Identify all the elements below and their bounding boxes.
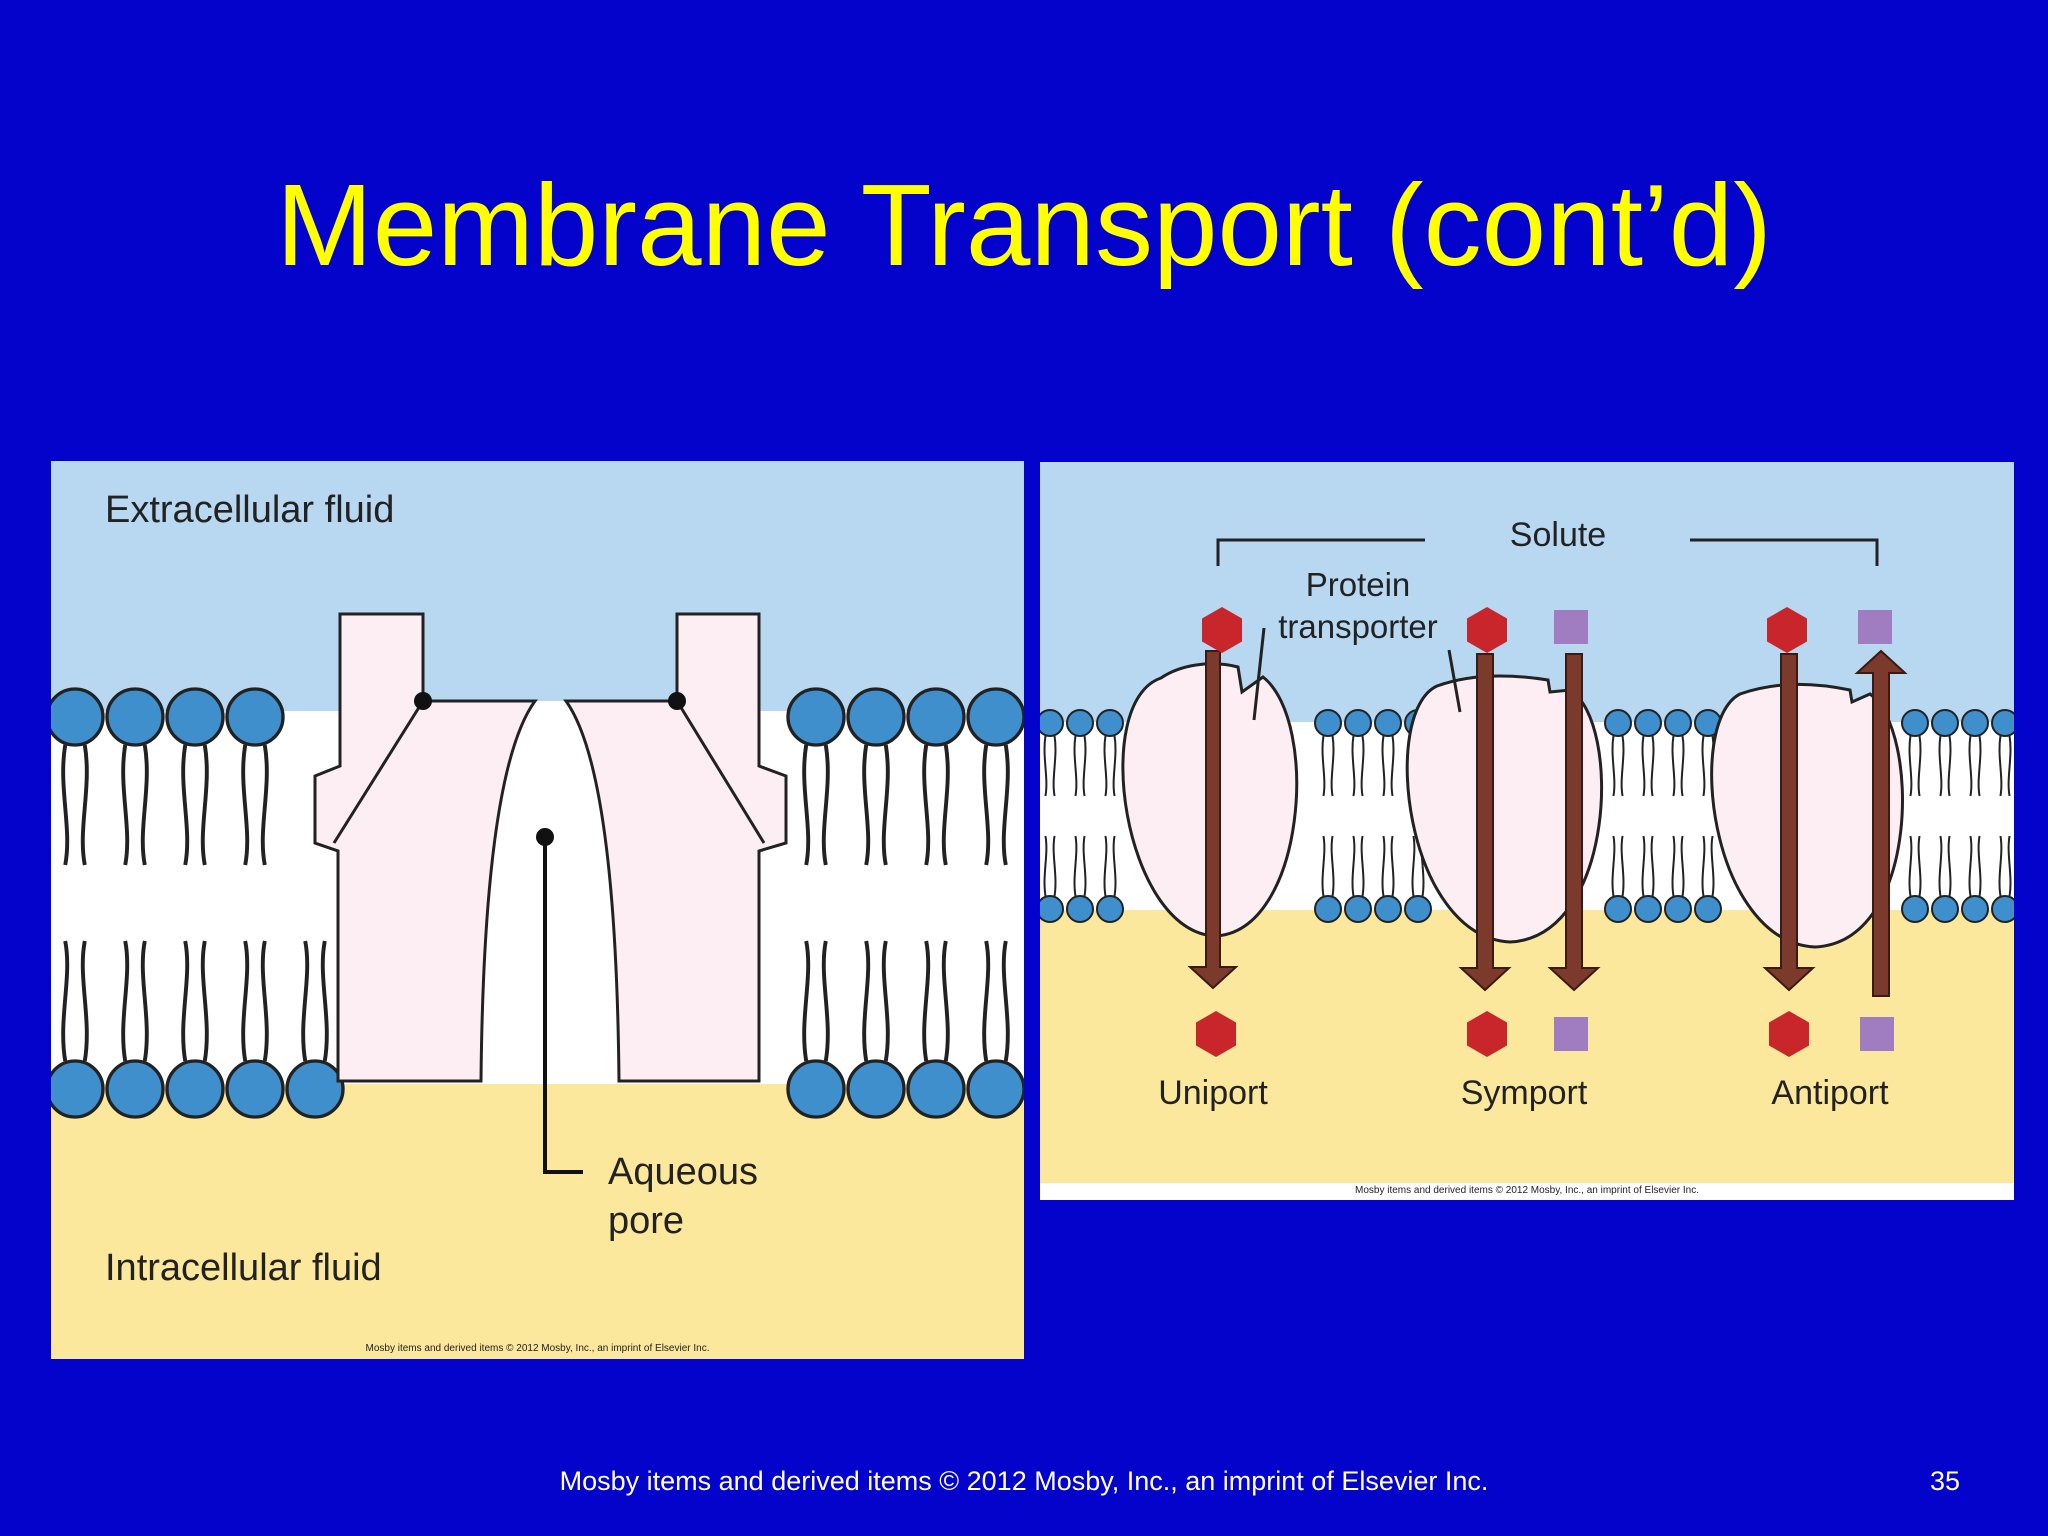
phospholipid	[105, 940, 165, 1119]
extracellular-region	[51, 461, 1024, 711]
symport-arrow-2	[1547, 653, 1601, 992]
phospholipid	[1634, 835, 1662, 923]
phospholipid	[966, 687, 1024, 866]
solute-square	[1554, 1017, 1588, 1051]
intracellular-region	[51, 1084, 1024, 1359]
aqueous-pore-label-line2: pore	[608, 1200, 684, 1242]
phospholipid	[1040, 709, 1064, 797]
solute-hexagon	[1467, 1011, 1507, 1057]
phospholipid	[1901, 709, 1929, 797]
phospholipid	[1961, 835, 1989, 923]
phospholipid	[1344, 835, 1372, 923]
phospholipid	[1901, 835, 1929, 923]
phospholipid	[1314, 835, 1342, 923]
symport-label: Symport	[1461, 1074, 1588, 1112]
aqueous-pore-channel	[481, 701, 586, 1081]
phospholipid	[846, 940, 906, 1119]
lipid-bilayer	[51, 687, 1024, 1119]
solute-square	[1860, 1017, 1894, 1051]
transporter-diagram: Solute Protein transporter Uniport Sympo…	[1040, 462, 2014, 1183]
phospholipid	[966, 940, 1024, 1119]
phospholipid	[786, 687, 846, 866]
solute-hexagon	[1196, 1011, 1236, 1057]
solute-bracket-left	[1216, 538, 1425, 566]
phospholipid	[1374, 709, 1402, 797]
slide-footer-copyright: Mosby items and derived items © 2012 Mos…	[559, 1466, 1489, 1496]
channel-protein-left	[313, 612, 538, 1083]
phospholipid	[1961, 709, 1989, 797]
phospholipid	[1344, 709, 1372, 797]
uniport-label: Uniport	[1158, 1074, 1268, 1112]
slide-page-number: 35	[1929, 1466, 1960, 1496]
phospholipid	[105, 687, 165, 866]
phospholipid	[1991, 835, 2014, 923]
figure-credit: Mosby items and derived items © 2012 Mos…	[365, 1343, 710, 1354]
antiport-arrow-up	[1854, 649, 1908, 997]
pointer-dot	[414, 692, 432, 710]
carrier-transport-figure: Solute Protein transporter Uniport Sympo…	[1040, 462, 2014, 1200]
phospholipid	[1374, 835, 1402, 923]
intracellular-label: Intracellular fluid	[105, 1247, 382, 1289]
solute-label: Solute	[1510, 516, 1606, 554]
phospholipid	[285, 940, 345, 1119]
phospholipid	[1991, 709, 2014, 797]
protein-fold-line	[675, 700, 766, 844]
phospholipid	[846, 687, 906, 866]
protein-fold-line	[332, 700, 425, 844]
antiport-arrow-down	[1762, 653, 1816, 992]
slide-title: Membrane Transport (cont’d)	[276, 160, 1772, 290]
solute-hexagon	[1769, 1011, 1809, 1057]
phospholipid	[1694, 835, 1722, 923]
phospholipid	[1066, 709, 1094, 797]
phospholipid	[1604, 835, 1632, 923]
protein-pointer-line	[1447, 649, 1462, 713]
phospholipid	[786, 940, 846, 1119]
pointer-dot	[668, 692, 686, 710]
phospholipid	[1931, 709, 1959, 797]
protein-transporter-label-line2: transporter	[1278, 608, 1438, 645]
channel-protein-figure: Extracellular fluid Aqueous pore Intrace…	[51, 461, 1024, 1359]
solute-square	[1858, 610, 1892, 644]
antiport-label: Antiport	[1771, 1074, 1889, 1112]
phospholipid	[51, 940, 105, 1119]
phospholipid	[906, 687, 966, 866]
lipid-bilayer	[1040, 709, 2014, 923]
phospholipid	[1040, 835, 1064, 923]
phospholipid	[1604, 709, 1632, 797]
aqueous-pore-label-line1: Aqueous	[608, 1151, 758, 1193]
protein-transporter-label-line1: Protein	[1306, 566, 1411, 603]
phospholipid	[1096, 835, 1124, 923]
phospholipid	[225, 687, 285, 866]
solute-hexagon	[1467, 607, 1507, 653]
symport-arrow-1	[1458, 653, 1512, 992]
phospholipid	[906, 940, 966, 1119]
figure-credit: Mosby items and derived items © 2012 Mos…	[1355, 1185, 1699, 1196]
phospholipid	[1634, 709, 1662, 797]
phospholipid	[165, 687, 225, 866]
phospholipid	[165, 940, 225, 1119]
phospholipid	[1664, 835, 1692, 923]
channel-diagram: Extracellular fluid Aqueous pore Intrace…	[51, 461, 1024, 1359]
phospholipid	[51, 687, 105, 866]
solute-hexagon	[1767, 607, 1807, 653]
phospholipid	[1664, 709, 1692, 797]
protein-pointer-line	[1252, 627, 1266, 721]
phospholipid	[225, 940, 285, 1119]
channel-protein-right	[563, 612, 788, 1083]
pore-pointer-line	[543, 837, 583, 1174]
phospholipid	[1096, 709, 1124, 797]
solute-hexagon	[1202, 607, 1242, 653]
phospholipid	[1931, 835, 1959, 923]
solute-bracket-right	[1690, 538, 1879, 566]
phospholipid	[1066, 835, 1094, 923]
solute-square	[1554, 610, 1588, 644]
extracellular-label: Extracellular fluid	[105, 489, 394, 531]
phospholipid	[1314, 709, 1342, 797]
uniport-arrow-down	[1187, 650, 1239, 990]
